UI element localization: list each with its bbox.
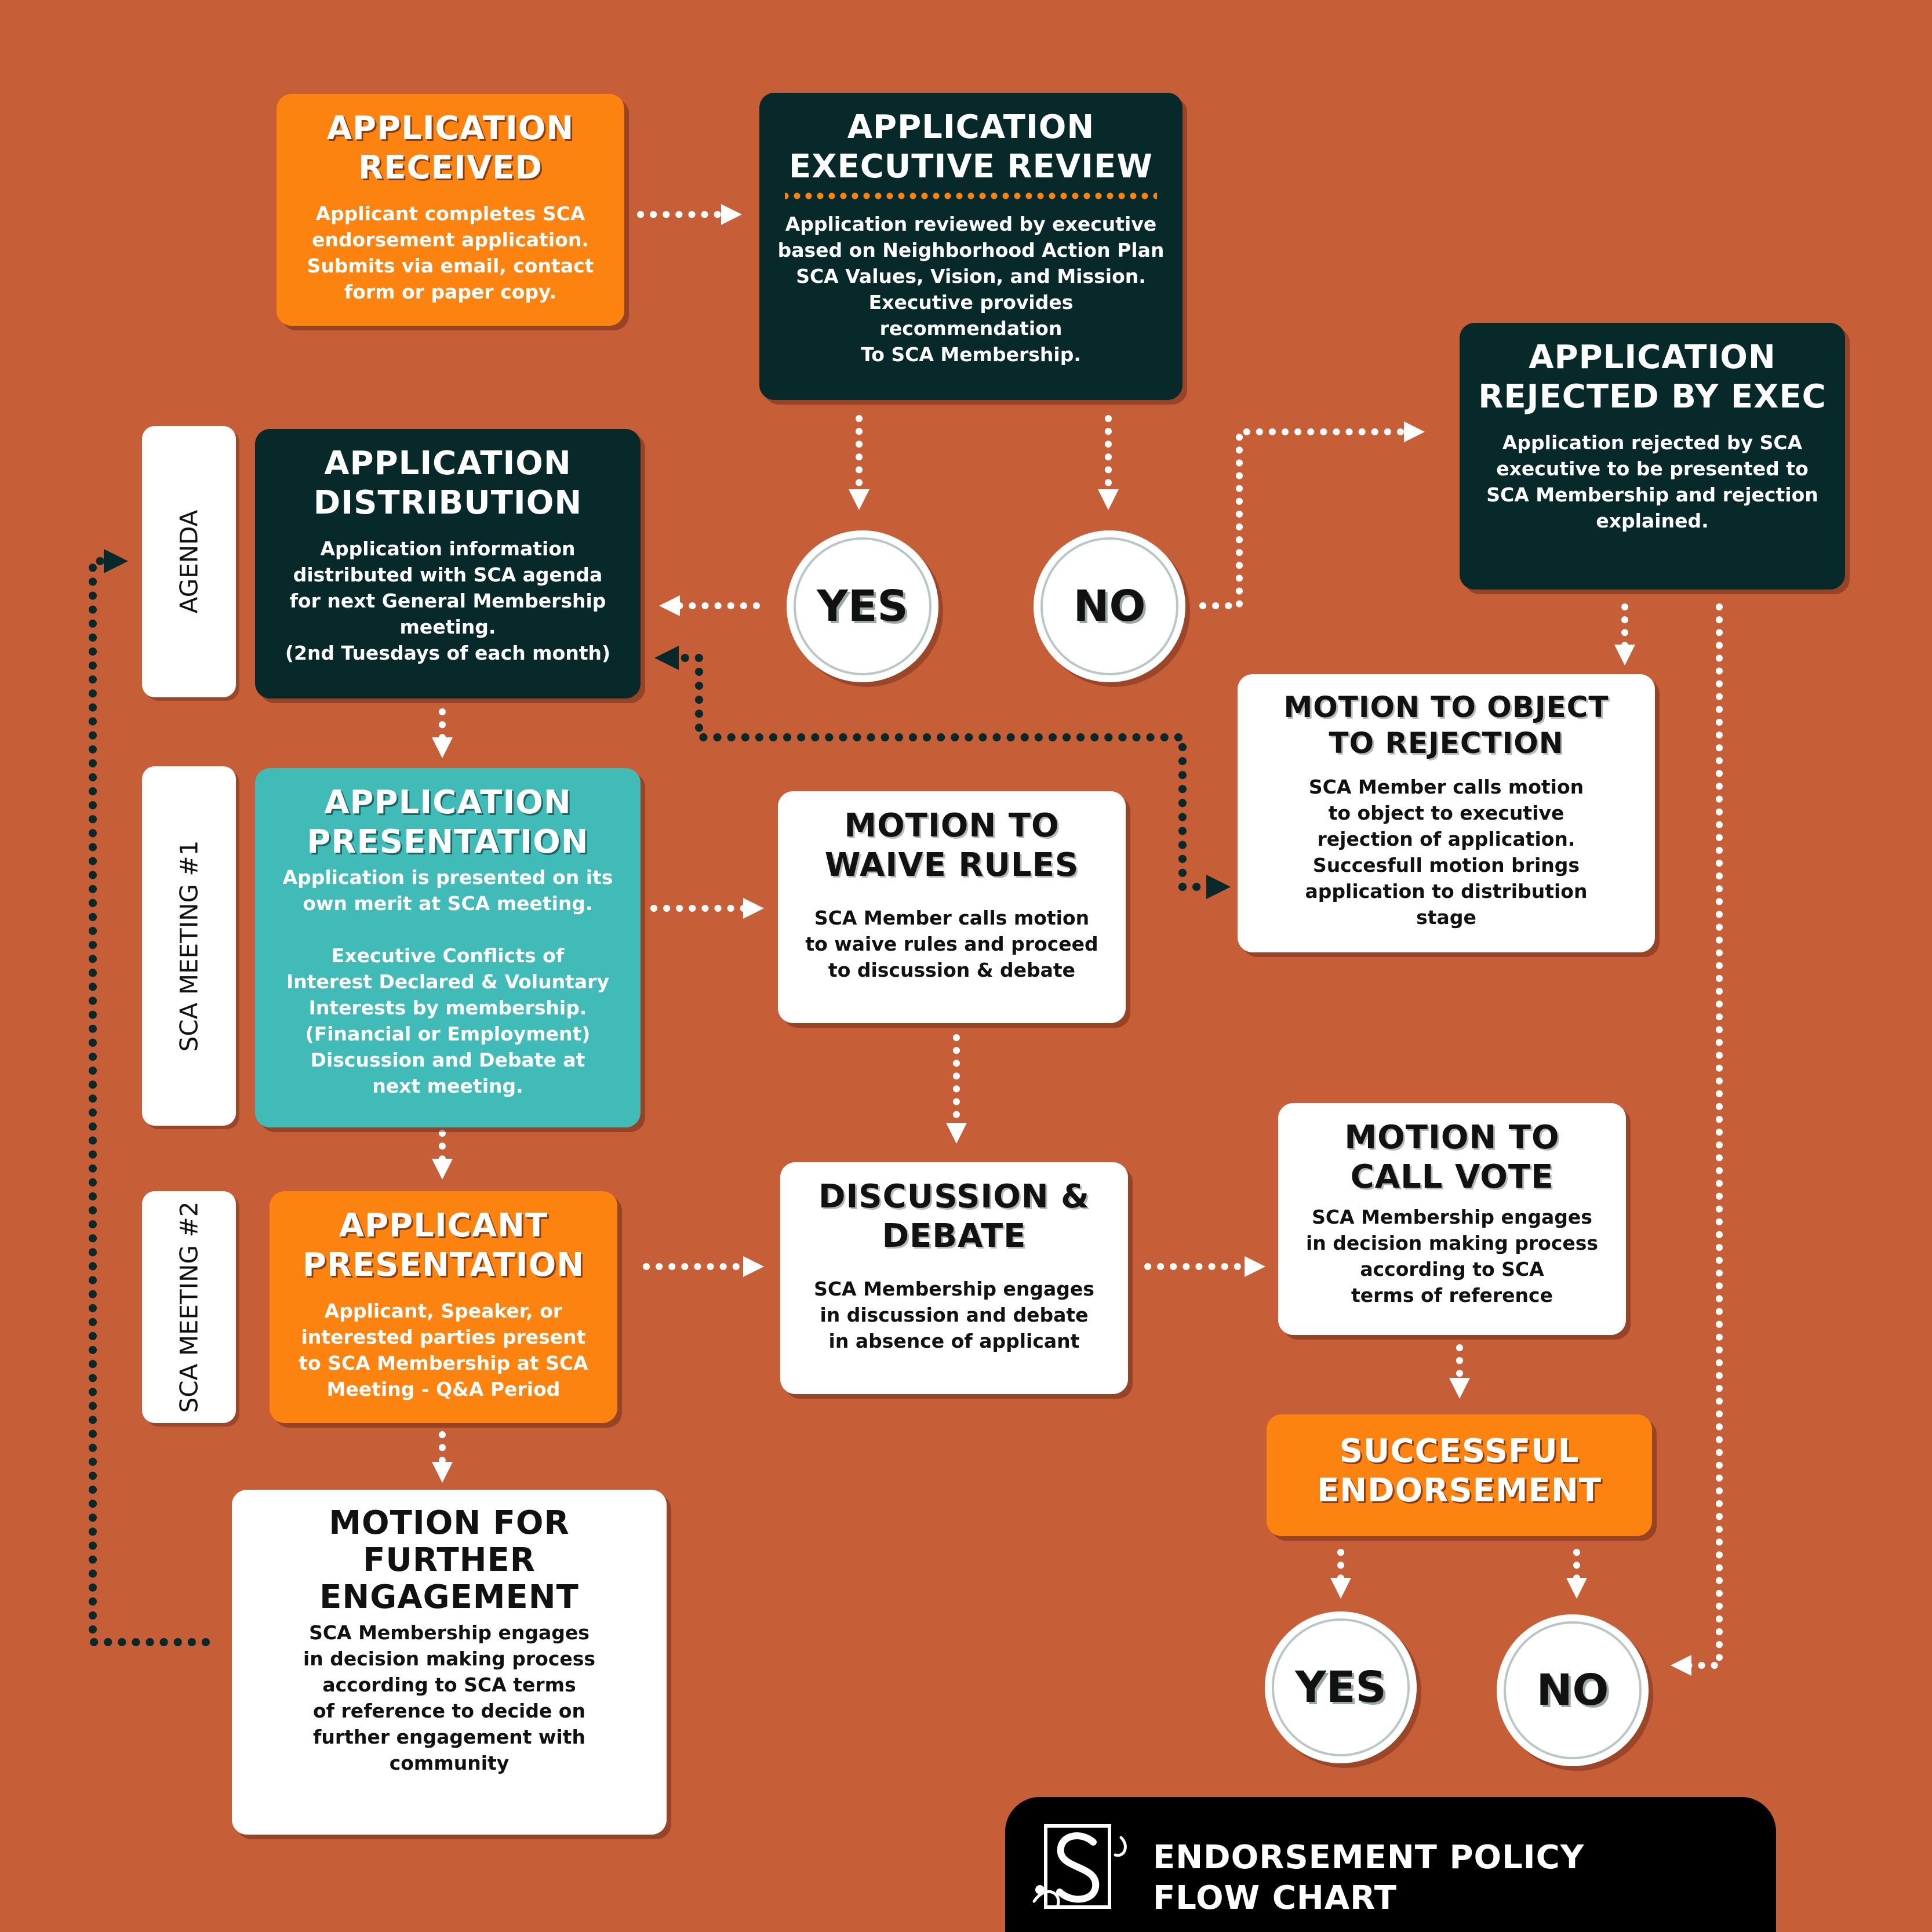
footer-title: ENDORSEMENT POLICY FLOW CHART [1153, 1839, 1585, 1917]
node-title: MOTION TO OBJECT TO REJECTION [1283, 690, 1609, 760]
node-title: MOTION FOR FURTHER ENGAGEMENT [319, 1504, 579, 1616]
node-title: SUCCESSFUL ENDORSEMENT [1317, 1432, 1602, 1509]
stage-meeting-1: SCA MEETING #1 [142, 766, 236, 1126]
node-body: SCA Membership engages in discussion and… [814, 1278, 1094, 1352]
decision-final-yes: YES [1265, 1611, 1417, 1763]
node-title: MOTION TO CALL VOTE [1344, 1119, 1560, 1196]
node-motion-further-engagement: MOTION FOR FURTHER ENGAGEMENT SCA Member… [232, 1490, 667, 1835]
stage-agenda: AGENDA [142, 426, 236, 697]
node-body: Application information distributed with… [285, 537, 611, 664]
node-successful-endorsement: SUCCESSFUL ENDORSEMENT [1267, 1414, 1652, 1536]
decision-exec-yes: YES [787, 530, 938, 682]
node-title: APPLICATION RECEIVED [326, 110, 574, 187]
arrow-object-entry [1178, 886, 1218, 887]
node-body: SCA Member calls motion to object to exe… [1305, 776, 1588, 929]
stage-agenda-label: AGENDA [174, 510, 203, 614]
node-motion-object-rejection: MOTION TO OBJECT TO REJECTION SCA Member… [1238, 674, 1655, 952]
stage-meeting-1-label: SCA MEETING #1 [174, 840, 203, 1052]
arrow-no-to-rejected [1199, 421, 1425, 609]
node-title: APPLICATION DISTRIBUTION [313, 445, 583, 522]
node-application-received: APPLICATION RECEIVED Applicant completes… [276, 94, 624, 326]
decision-label: YES [1295, 1662, 1387, 1712]
node-executive-review: APPLICATION EXECUTIVE REVIEW Application… [759, 93, 1183, 400]
node-title: DISCUSSION & DEBATE [818, 1178, 1090, 1255]
arrow-object-to-distribution [654, 646, 1187, 891]
decision-label: NO [1073, 581, 1146, 631]
dotted-divider [785, 192, 1157, 199]
node-applicant-presentation: APPLICANT PRESENTATION Applicant, Speake… [270, 1191, 617, 1423]
node-body: Applicant, Speaker, or interested partie… [299, 1300, 588, 1400]
node-title: MOTION TO WAIVE RULES [824, 807, 1079, 884]
decision-label: NO [1536, 1665, 1609, 1715]
node-body: Applicant completes SCA endorsement appl… [307, 202, 594, 303]
decision-exec-no: NO [1034, 530, 1185, 682]
node-body: Application is presented on its own meri… [282, 866, 613, 1097]
sca-monogram-logo-icon [1032, 1824, 1127, 1909]
node-title: APPLICATION EXECUTIVE REVIEW [789, 108, 1153, 185]
node-rejected-by-exec: APPLICATION REJECTED BY EXEC Application… [1460, 323, 1845, 590]
node-title: APPLICATION PRESENTATION [307, 784, 589, 861]
node-body: Application reviewed by executive based … [777, 213, 1165, 366]
node-title: APPLICANT PRESENTATION [302, 1207, 585, 1284]
node-body: SCA Membership engages in decision makin… [303, 1621, 596, 1774]
stage-meeting-2: SCA MEETING #2 [142, 1191, 236, 1423]
decision-final-no: NO [1497, 1614, 1649, 1766]
node-application-distribution: APPLICATION DISTRIBUTION Application inf… [255, 429, 641, 698]
node-motion-waive-rules: MOTION TO WAIVE RULES SCA Member calls m… [778, 791, 1126, 1023]
stage-meeting-2-label: SCA MEETING #2 [174, 1201, 203, 1413]
node-body: SCA Member calls motion to waive rules a… [805, 907, 1098, 981]
node-discussion-debate: DISCUSSION & DEBATE SCA Membership engag… [780, 1162, 1128, 1394]
node-application-presentation: APPLICATION PRESENTATION Application is … [255, 768, 641, 1127]
arrow-rejected-to-final-no [1671, 603, 1723, 1676]
footer-banner: ENDORSEMENT POLICY FLOW CHART [1005, 1797, 1776, 1932]
node-title: APPLICATION REJECTED BY EXEC [1478, 339, 1827, 416]
node-body: SCA Membership engages in decision makin… [1305, 1206, 1599, 1307]
arrow-further-to-agenda [89, 549, 210, 1646]
node-motion-call-vote: MOTION TO CALL VOTE SCA Membership engag… [1278, 1103, 1626, 1335]
decision-label: YES [817, 581, 908, 631]
node-body: Application rejected by SCA executive to… [1486, 431, 1818, 532]
